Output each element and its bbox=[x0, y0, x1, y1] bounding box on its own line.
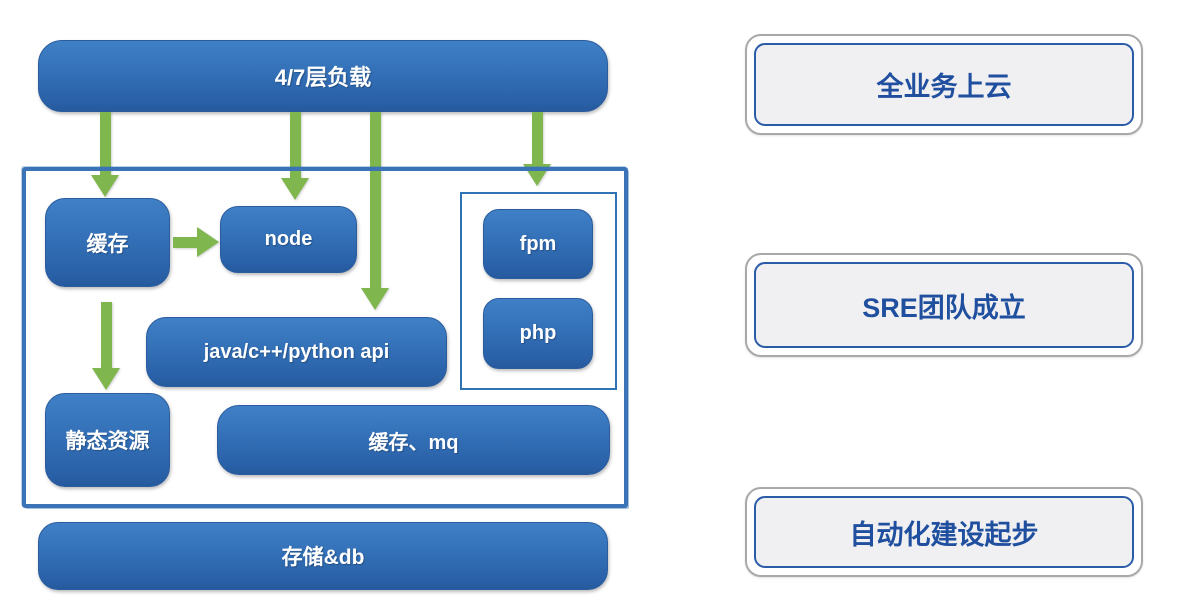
milestone-card-sre: SRE团队成立 bbox=[745, 253, 1143, 357]
cache-mq-box: 缓存、mq bbox=[217, 405, 610, 475]
arrow-head bbox=[281, 178, 309, 200]
node-box: node bbox=[220, 206, 357, 273]
application-layer-container bbox=[22, 167, 628, 508]
arrow-shaft bbox=[100, 302, 112, 368]
fpm-box: fpm bbox=[483, 209, 593, 279]
milestone-card-automation: 自动化建设起步 bbox=[745, 487, 1143, 577]
cache-box: 缓存 bbox=[45, 198, 170, 287]
arrow-load-to-node bbox=[281, 112, 309, 200]
arrow-shaft bbox=[531, 112, 543, 164]
php-box: php bbox=[483, 298, 593, 369]
load-balancer-box: 4/7层负载 bbox=[38, 40, 608, 112]
milestone-label: 全业务上云 bbox=[754, 43, 1134, 126]
arrow-shaft bbox=[369, 112, 381, 288]
arrow-head bbox=[92, 368, 120, 390]
arrow-cache-to-node bbox=[173, 227, 219, 257]
arrow-head bbox=[91, 175, 119, 197]
arrow-load-to-cache bbox=[91, 112, 119, 197]
fpm-php-group: fpm php bbox=[460, 192, 617, 390]
static-resources-box: 静态资源 bbox=[45, 393, 170, 487]
arrow-head bbox=[361, 288, 389, 310]
arrow-cache-to-static bbox=[92, 302, 120, 390]
arrow-shaft bbox=[289, 112, 301, 178]
milestone-label: 自动化建设起步 bbox=[754, 496, 1134, 568]
arrow-head bbox=[197, 227, 219, 257]
arrow-shaft bbox=[173, 236, 197, 248]
api-box: java/c++/python api bbox=[146, 317, 447, 387]
milestone-label: SRE团队成立 bbox=[754, 262, 1134, 348]
storage-db-box: 存储&db bbox=[38, 522, 608, 590]
milestone-card-cloud: 全业务上云 bbox=[745, 34, 1143, 135]
arrow-shaft bbox=[99, 112, 111, 175]
arrow-load-to-api bbox=[361, 112, 389, 310]
